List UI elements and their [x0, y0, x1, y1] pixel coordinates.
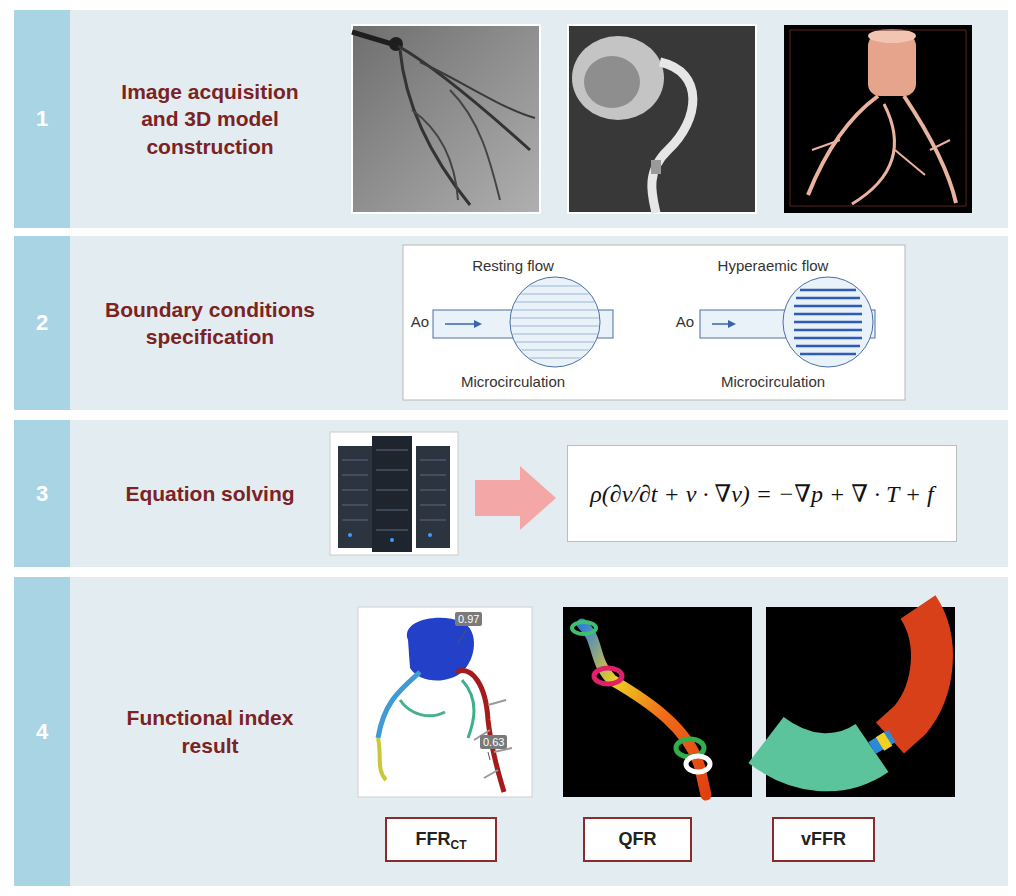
index-name: vFFR: [801, 829, 846, 850]
step-title: Equation solving: [100, 420, 320, 567]
step-band: 2Boundary conditions specification Restin…: [14, 236, 1008, 410]
index-subscript: CT: [451, 838, 467, 852]
index-label-box: vFFR: [772, 817, 875, 862]
step-title: Functional index result: [100, 577, 320, 886]
step-number: 4: [14, 577, 70, 886]
aorta-label: Ao: [407, 313, 433, 330]
index-name: FFR: [416, 829, 451, 850]
microcirculation-label: Microcirculation: [688, 373, 858, 390]
flow-panel: Resting flowAoMicrocirculation Hyperaemic…: [403, 245, 905, 400]
step-number: 2: [14, 236, 70, 410]
flow-label: Hyperaemic flow: [688, 257, 858, 274]
navier-stokes-equation: ρ(∂v/∂t + v · ∇v) = −∇p + ∇ · T + f: [590, 480, 933, 508]
flow-label: Resting flow: [443, 257, 583, 274]
step-band: 3Equation solving ρ(∂v/∂t + v · ∇v) = −∇p…: [14, 420, 1008, 567]
index-name: QFR: [619, 829, 657, 850]
microcirculation-label: Microcirculation: [428, 373, 598, 390]
step-title: Image acquisition and 3D model construct…: [100, 10, 320, 228]
step-band: 4Functional index resultFFRCT QFR vFFR 0.97…: [14, 577, 1008, 886]
step-band: 1Image acquisition and 3D model construc…: [14, 10, 1008, 228]
step-number: 1: [14, 10, 70, 228]
equation-box: ρ(∂v/∂t + v · ∇v) = −∇p + ∇ · T + f: [567, 445, 957, 542]
index-label-box: QFR: [583, 817, 692, 862]
aorta-label: Ao: [671, 313, 699, 330]
step-title: Boundary conditions specification: [100, 236, 320, 410]
index-label-box: FFRCT: [385, 817, 497, 862]
ffr-value: 0.97: [455, 612, 482, 626]
ffr-value: 0.63: [480, 735, 507, 749]
step-number: 3: [14, 420, 70, 567]
